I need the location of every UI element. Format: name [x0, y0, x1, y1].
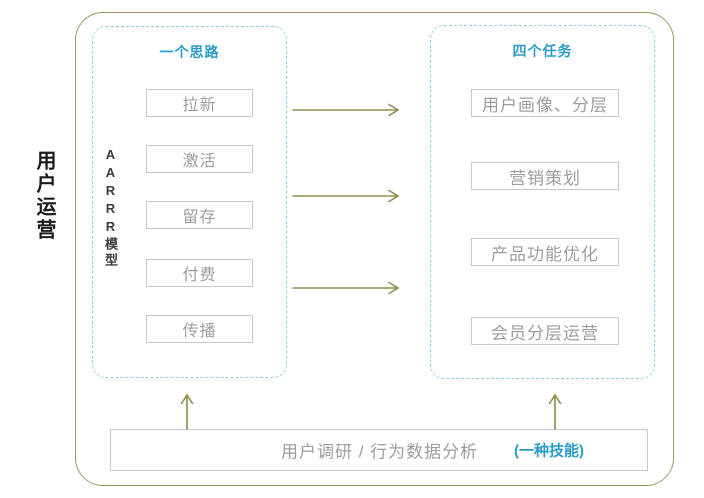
left-panel-title: 一个思路	[159, 44, 220, 60]
flow-box-activation: 激活	[146, 145, 253, 173]
outer-frame	[75, 12, 674, 486]
bottom-bar-note: (一种技能)	[514, 442, 584, 460]
diagram-side-title: 用户运营	[33, 150, 55, 242]
flow-box-retention: 留存	[146, 201, 253, 229]
flow-box-marketing-planning: 营销策划	[471, 162, 619, 190]
flow-box-product-optimization: 产品功能优化	[471, 238, 619, 266]
panel-four-tasks: 四个任务 用户画像、分层 营销策划 产品功能优化 会员分层运营	[430, 25, 655, 379]
flow-box-member-operations: 会员分层运营	[471, 317, 619, 345]
flow-box-acquisition: 拉新	[146, 89, 253, 117]
aarrr-model-label: AARRR模型	[103, 147, 118, 269]
panel-aarrr-approach: 一个思路 AARRR模型 拉新 激活 留存 付费 传播	[92, 26, 287, 378]
flow-box-revenue: 付费	[146, 259, 253, 287]
bottom-skill-bar: 用户调研 / 行为数据分析 (一种技能)	[110, 429, 648, 471]
flow-box-user-profiling: 用户画像、分层	[471, 89, 619, 117]
flow-box-referral: 传播	[146, 315, 253, 343]
bottom-bar-label: 用户调研 / 行为数据分析	[281, 442, 479, 462]
right-panel-title: 四个任务	[512, 43, 573, 59]
